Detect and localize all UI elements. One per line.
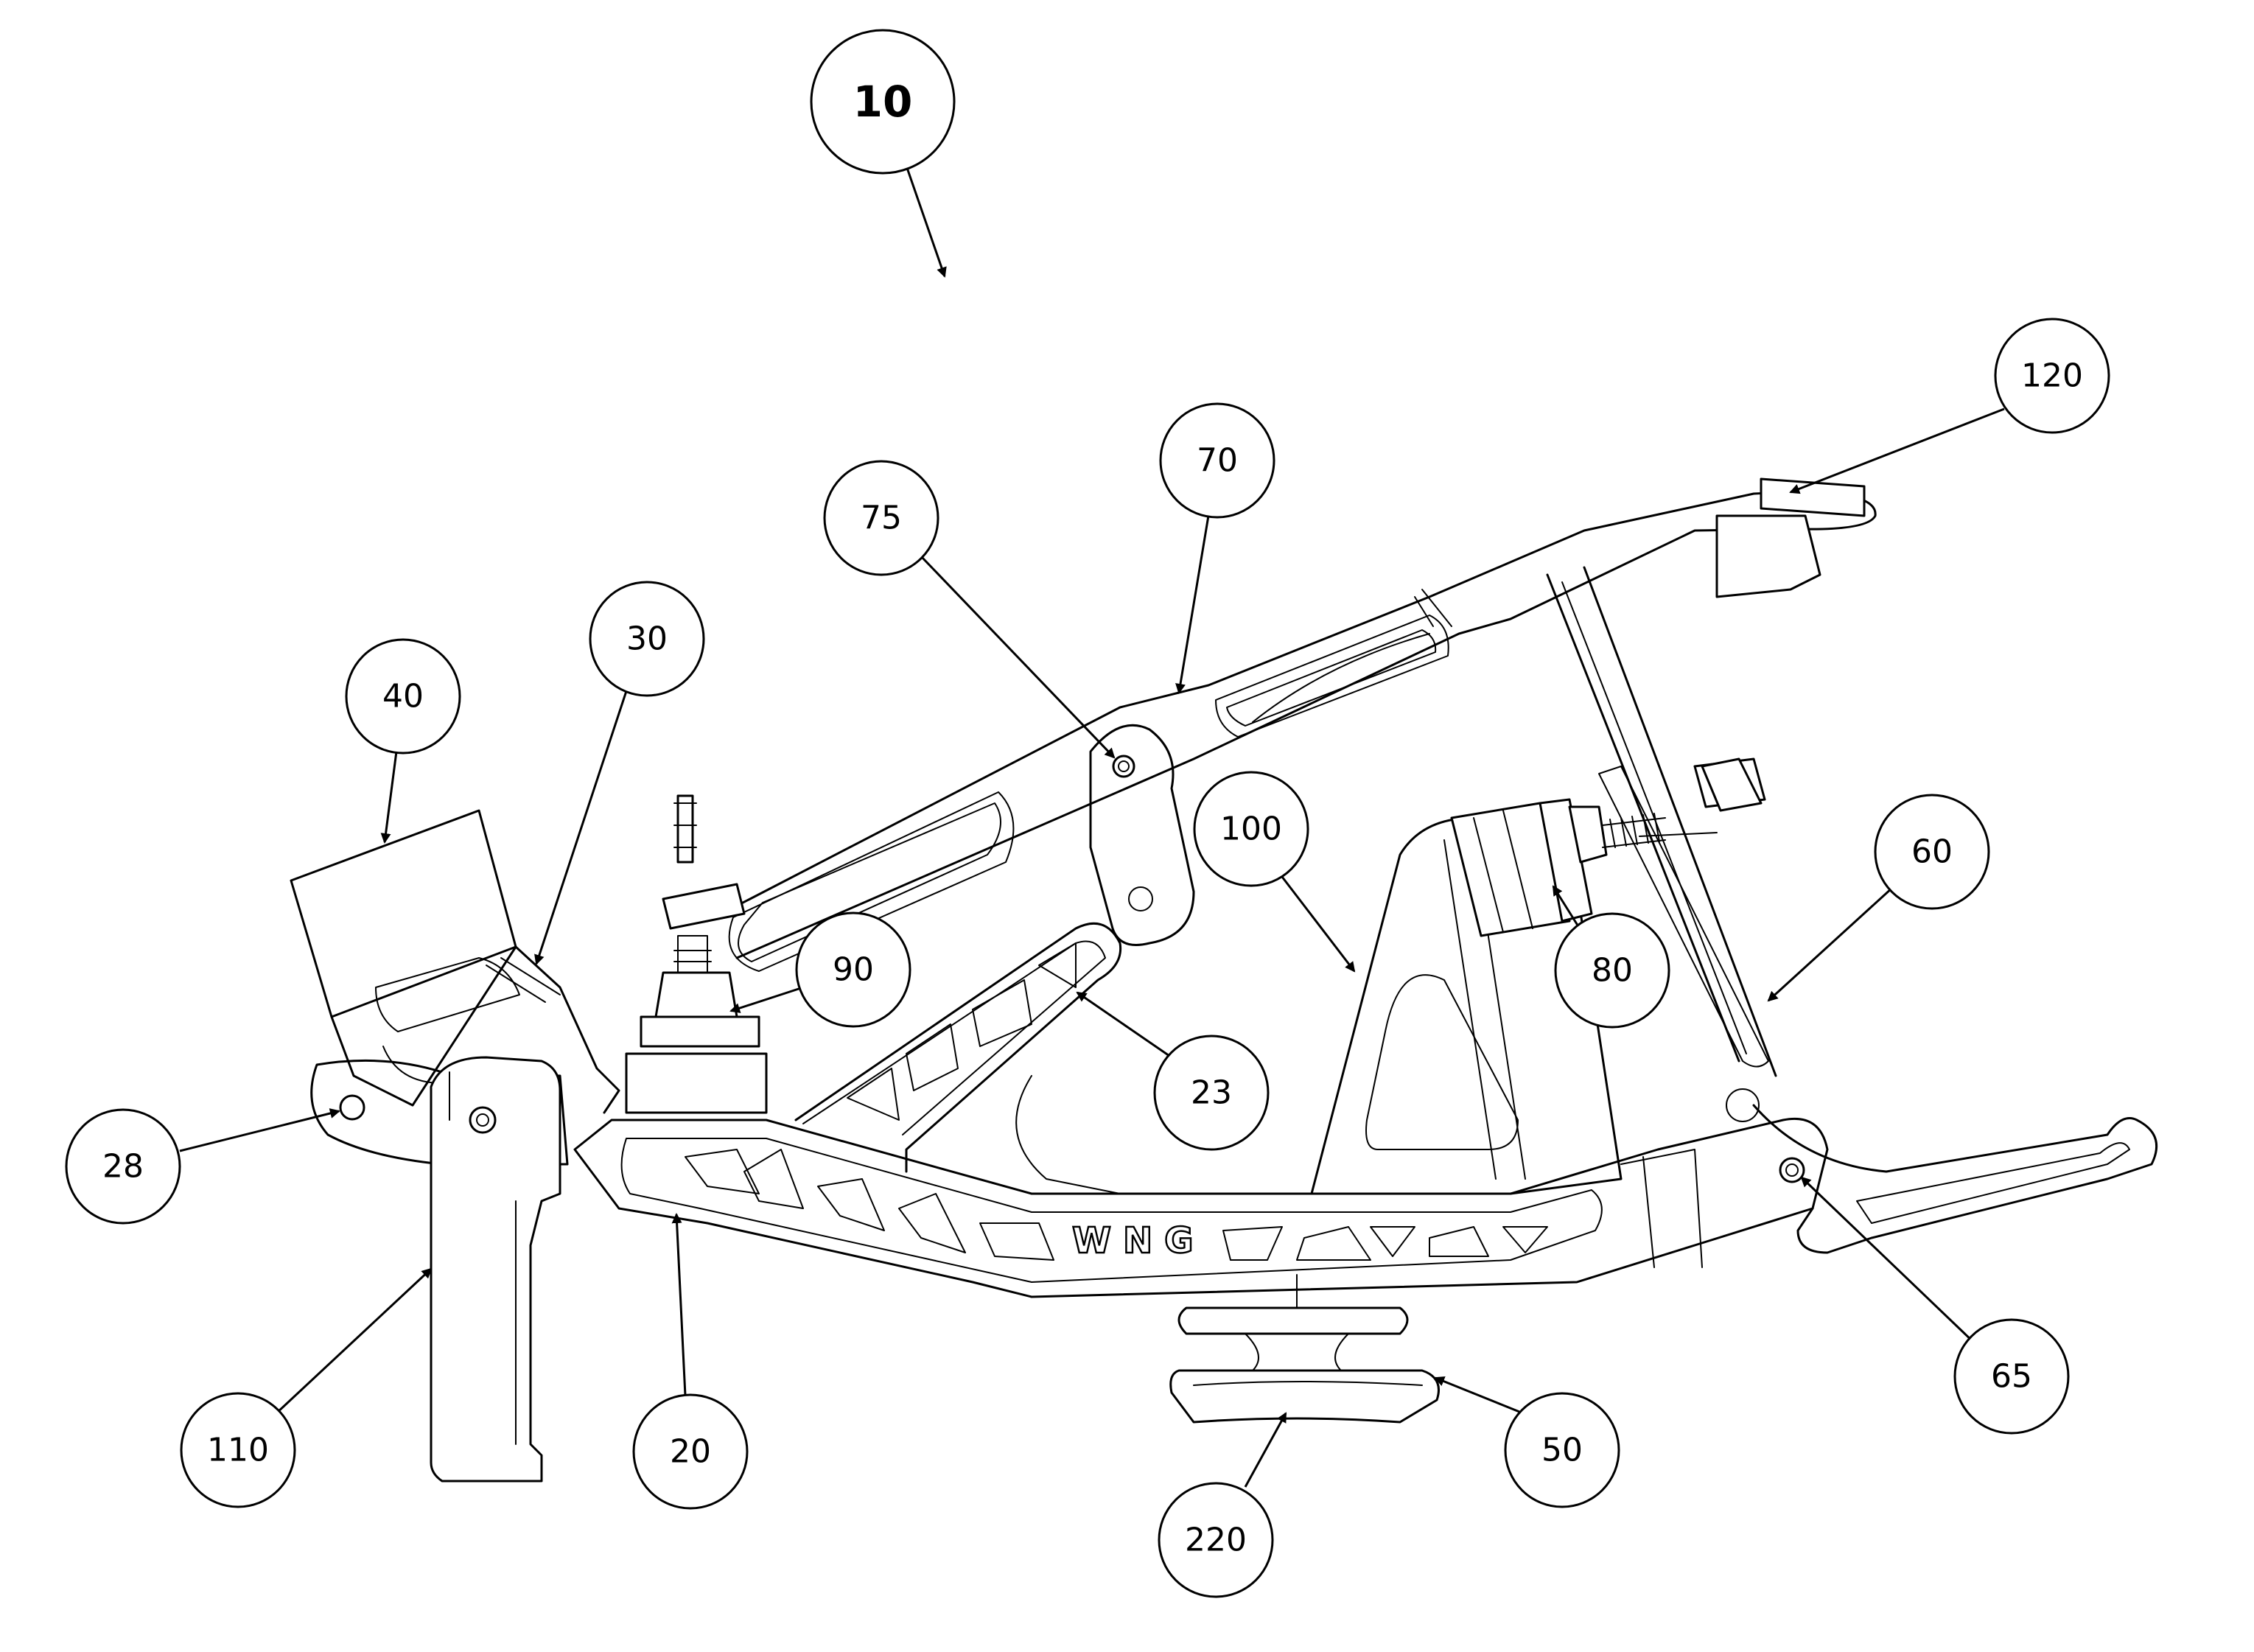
svg-text:220: 220	[1185, 1522, 1247, 1559]
svg-text:80: 80	[1592, 952, 1633, 990]
callout-60: 60	[1768, 795, 1989, 1001]
callout-20: 20	[634, 1214, 747, 1508]
handle-lever	[431, 1057, 560, 1481]
callout-65: 65	[1802, 1177, 2068, 1433]
callout-120: 120	[1791, 319, 2109, 492]
svg-text:50: 50	[1541, 1432, 1583, 1469]
clamp-screw	[1452, 759, 1761, 936]
callout-50: 50	[1435, 1378, 1619, 1507]
svg-text:65: 65	[1991, 1358, 2032, 1396]
svg-text:100: 100	[1220, 811, 1282, 848]
svg-text:70: 70	[1197, 442, 1238, 480]
foot-pad	[1171, 1308, 1439, 1422]
fixture-drawing: WNG	[291, 479, 2157, 1481]
hook-arm	[1726, 1089, 2157, 1253]
callout-23: 23	[1077, 993, 1268, 1149]
callout-75: 75	[825, 461, 1114, 757]
callout-40: 40	[346, 640, 460, 842]
svg-text:23: 23	[1191, 1074, 1232, 1112]
svg-text:60: 60	[1911, 833, 1953, 871]
svg-text:30: 30	[626, 620, 668, 658]
callout-100: 100	[1194, 772, 1354, 971]
callout-70: 70	[1161, 404, 1274, 693]
svg-text:10: 10	[853, 77, 913, 127]
svg-text:120: 120	[2021, 357, 2083, 395]
svg-text:90: 90	[833, 951, 874, 989]
svg-text:40: 40	[382, 678, 424, 715]
svg-text:75: 75	[861, 500, 902, 537]
callouts: 10 120 70 75 30 40	[66, 30, 2109, 1597]
hinge-link	[1091, 725, 1194, 945]
embossed-logo: WNG	[1072, 1220, 1205, 1261]
svg-text:20: 20	[670, 1433, 711, 1471]
callout-220: 220	[1159, 1413, 1286, 1597]
callout-90: 90	[731, 913, 910, 1026]
callout-28: 28	[66, 1110, 339, 1223]
svg-text:110: 110	[207, 1432, 269, 1469]
callout-110: 110	[181, 1269, 431, 1507]
svg-text:28: 28	[102, 1148, 144, 1186]
callout-10: 10	[811, 30, 954, 276]
